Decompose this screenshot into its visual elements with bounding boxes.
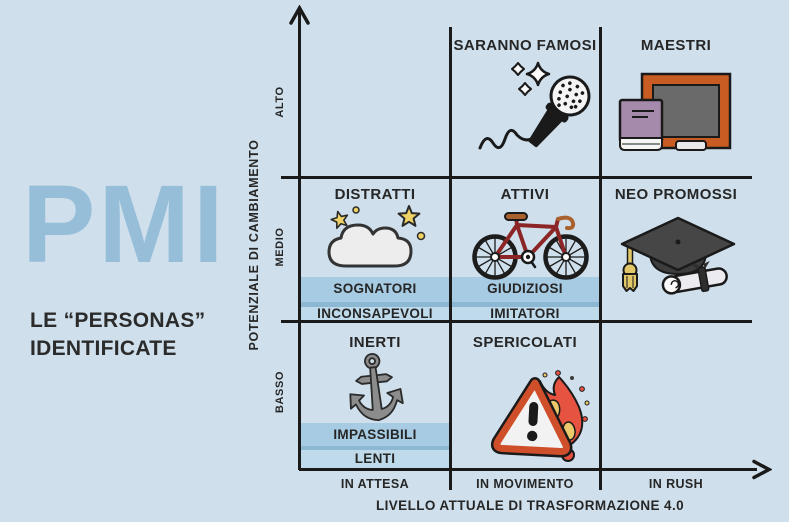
subtitle-line-2: IDENTIFICATE — [30, 336, 177, 360]
x-tick-in-attesa: IN ATTESA — [340, 477, 410, 491]
x-axis-arrow-icon — [752, 459, 772, 480]
cell-title-distratti: DISTRATTI — [334, 186, 416, 203]
graduation-cap-diploma-icon — [620, 216, 736, 295]
x-axis-title: LIVELLO ATTUALE DI TRASFORMAZIONE 4.0 — [375, 498, 685, 513]
grid-vline-1 — [449, 27, 452, 490]
subtitle-line-1: LE “PERSONAS” — [30, 309, 206, 332]
band-impassibili — [301, 423, 449, 446]
page-subtitle: LE “PERSONAS” IDENTIFICATE — [30, 307, 205, 362]
band-divider-bottom — [301, 446, 449, 450]
microphone-sparkles-icon — [478, 61, 591, 150]
grid-vline-2 — [599, 27, 602, 490]
cell-title-saranno-famosi: SARANNO FAMOSI — [453, 37, 597, 54]
x-tick-in-rush: IN RUSH — [648, 477, 704, 491]
tag-imitatori: IMITATORI — [490, 306, 560, 321]
grid-hline-1 — [281, 176, 752, 179]
bicycle-icon — [472, 212, 589, 280]
warning-triangle-fire-icon — [490, 370, 590, 462]
cloud-stars-icon — [327, 205, 426, 268]
cell-title-attivi: ATTIVI — [500, 186, 550, 203]
y-axis-title: POTENZIALE DI CAMBIAMENTO — [247, 139, 261, 351]
grid-hline-2 — [281, 320, 752, 323]
x-tick-in-movimento: IN MOVIMENTO — [476, 477, 574, 491]
blackboard-book-icon — [618, 72, 732, 151]
y-axis-line — [298, 12, 301, 470]
tag-inconsapevoli: INCONSAPEVOLI — [317, 306, 433, 321]
y-tick-alto: ALTO — [274, 86, 286, 118]
anchor-icon — [349, 353, 404, 422]
tag-lenti: LENTI — [354, 451, 396, 466]
cell-title-spericolati: SPERICOLATI — [472, 334, 578, 351]
cell-title-maestri: MAESTRI — [640, 37, 712, 54]
y-axis-arrow-icon — [289, 5, 310, 25]
x-axis-line — [299, 468, 757, 471]
tag-impassibili: IMPASSIBILI — [333, 427, 417, 442]
y-tick-basso: BASSO — [274, 370, 286, 414]
brand-title: PMI — [22, 163, 227, 286]
band-lenti — [301, 450, 449, 468]
cell-title-inerti: INERTI — [349, 334, 401, 351]
cell-title-neo-promossi: NEO PROMOSSI — [614, 186, 738, 203]
tag-giudiziosi: GIUDIZIOSI — [487, 281, 563, 296]
y-tick-medio: MEDIO — [274, 227, 286, 267]
tag-sognatori: SOGNATORI — [333, 281, 417, 296]
